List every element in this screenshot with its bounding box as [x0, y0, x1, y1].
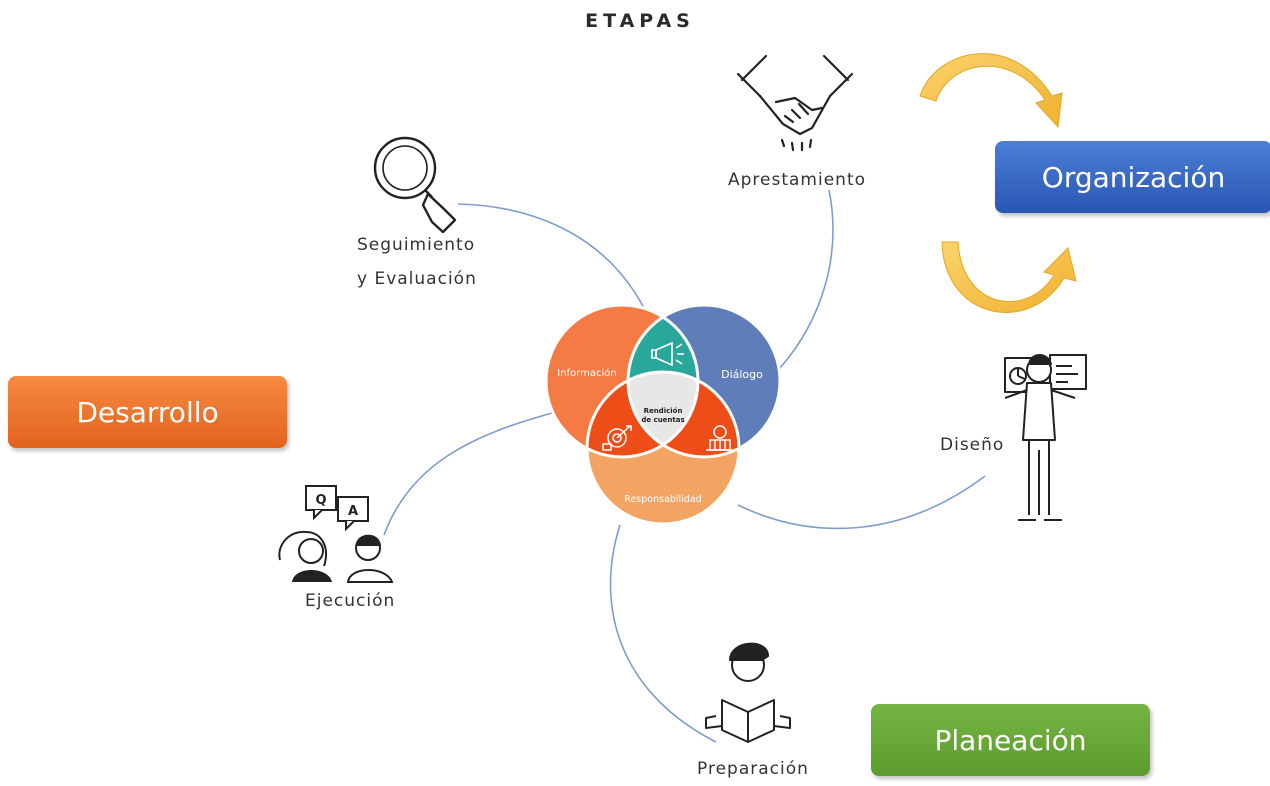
institution-icon [706, 425, 734, 451]
stage-label-ejecucion: Ejecución [305, 591, 396, 611]
presenter-icon [1004, 354, 1087, 521]
a-bubble-letter: A [348, 504, 358, 519]
connector-preparacion [609, 524, 717, 743]
diagram-title: ETAPAS [585, 10, 695, 32]
stage-label-apprestamiento: Apresta­miento [728, 170, 867, 190]
connector-seguimiento [457, 203, 647, 313]
target-icon [602, 425, 632, 451]
curved-arrow-bottom-icon [941, 241, 1077, 313]
cycle-arrows [919, 53, 1077, 313]
venn-label-informacion: Información [557, 367, 616, 379]
stage-label-diseno: Diseño [940, 435, 1005, 455]
reader-icon [705, 642, 791, 743]
phase-desarrollo: Desarrollo [8, 376, 287, 448]
stage-label-preparacion: Preparación [697, 759, 809, 779]
megaphone-icon [651, 341, 684, 367]
q-bubble-letter: Q [315, 493, 326, 508]
phase-planeacion: Planeación [871, 704, 1150, 776]
connector-ejecucion [383, 411, 557, 536]
venn-center-label-line1: Rendición [644, 407, 683, 415]
venn-diagram: Información Diálogo Responsabilidad Rend… [544, 303, 782, 526]
connector-diseno [737, 475, 986, 530]
magnifier-icon [373, 136, 457, 234]
stage-label-seguimiento-line2: y Evaluación [357, 269, 477, 289]
venn-label-dialogo: Diálogo [721, 368, 763, 381]
venn-label-responsabilidad: Responsabilidad [624, 494, 701, 505]
handshake-icon [736, 54, 854, 152]
stage-label-seguimiento-line1: Seguimiento [357, 235, 476, 255]
connector-apprestamiento [779, 189, 834, 369]
curved-arrow-top-icon [919, 53, 1063, 129]
connector-lines [383, 189, 986, 743]
venn-center-label-line2: de cuentas [641, 416, 684, 424]
phase-organizacion: Organización [995, 141, 1270, 213]
qa-people-icon: Q A [278, 485, 394, 583]
